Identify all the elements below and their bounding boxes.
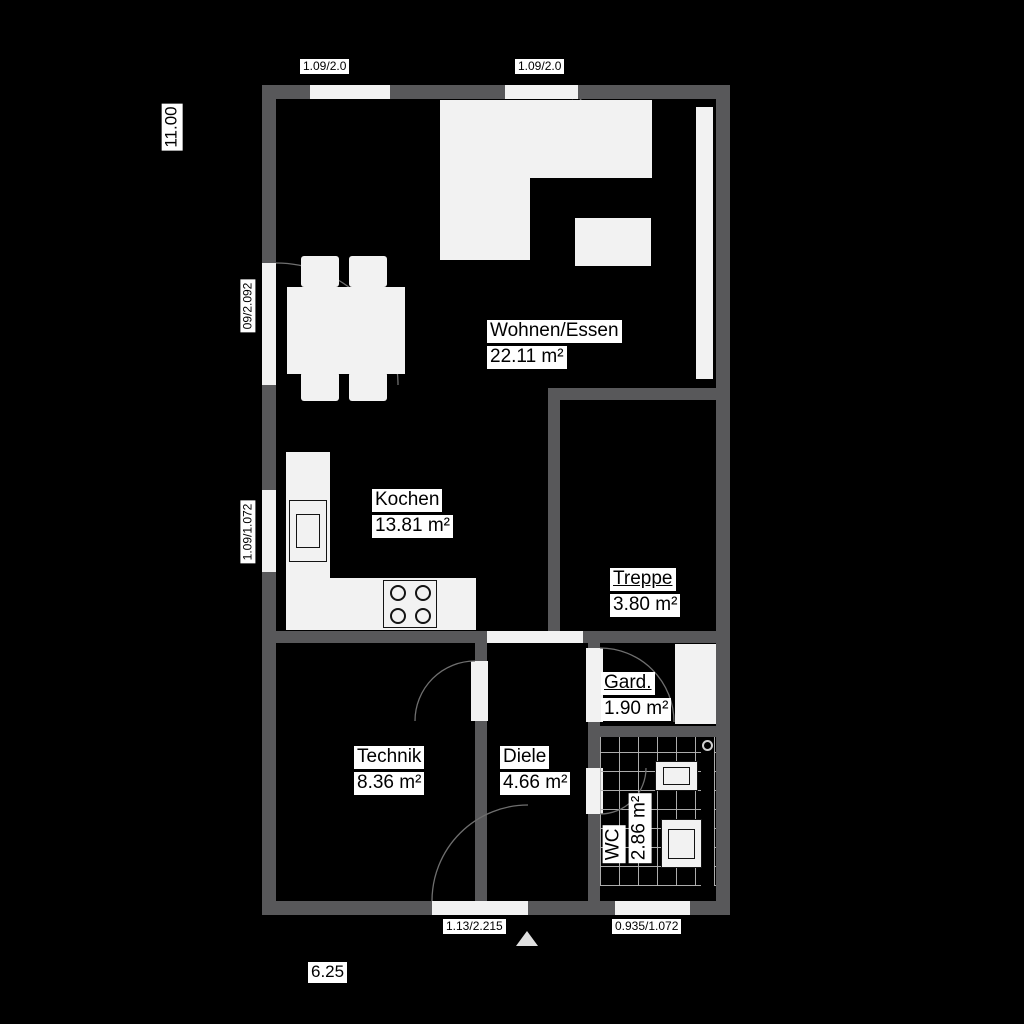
room-name: Kochen bbox=[372, 489, 443, 512]
dimension-bottom-total: 6.25 bbox=[308, 962, 348, 983]
wall-gard-wc bbox=[600, 726, 716, 737]
wardrobe bbox=[675, 644, 716, 724]
window-opening-top-right bbox=[505, 85, 578, 99]
room-label-treppe: Treppe 3.80 m² bbox=[610, 568, 681, 617]
wall-wohnen-treppe bbox=[548, 388, 716, 400]
vent-symbol-icon bbox=[702, 740, 713, 751]
room-label-technik: Technik 8.36 m² bbox=[354, 746, 425, 795]
window-opening-bottom-right bbox=[615, 901, 690, 915]
entrance-door-opening bbox=[432, 901, 528, 915]
sofa bbox=[440, 100, 530, 260]
room-name: Wohnen/Essen bbox=[487, 320, 622, 343]
wc-sink bbox=[655, 761, 698, 791]
window-opening-left-lower bbox=[262, 490, 276, 572]
entrance-arrow-icon bbox=[516, 931, 538, 946]
room-label-diele: Diele 4.66 m² bbox=[500, 746, 571, 795]
room-area: 22.11 m² bbox=[487, 345, 567, 369]
kitchen-counter bbox=[286, 578, 476, 630]
room-name: Treppe bbox=[610, 568, 676, 591]
dining-chair bbox=[349, 256, 387, 287]
stove-burner-icon bbox=[415, 608, 431, 624]
stove-burner-icon bbox=[390, 585, 406, 601]
dimension-top-right: 1.09/2.0 bbox=[515, 59, 565, 75]
room-name: Gard. bbox=[601, 672, 655, 695]
door-opening-technik bbox=[471, 661, 488, 721]
coffee-table bbox=[575, 218, 651, 266]
dining-chair bbox=[301, 372, 339, 401]
door-opening-left-upper bbox=[262, 263, 276, 385]
radiator bbox=[701, 739, 714, 886]
stove-burner-icon bbox=[390, 608, 406, 624]
stove-burner-icon bbox=[415, 585, 431, 601]
room-label-kochen: Kochen 13.81 m² bbox=[372, 489, 453, 538]
room-label-wohnen: Wohnen/Essen 22.11 m² bbox=[487, 320, 622, 369]
room-label-gard: Gard. 1.90 m² bbox=[601, 672, 672, 721]
wc-sink-bowl bbox=[663, 767, 690, 785]
room-area: 4.66 m² bbox=[500, 771, 571, 795]
dimension-bottom-entrance: 1.13/2.215 bbox=[443, 919, 506, 935]
room-area: 3.80 m² bbox=[610, 593, 681, 617]
dimension-bottom-right: 0.935/1.072 bbox=[612, 919, 682, 935]
door-opening-gard bbox=[586, 648, 603, 722]
toilet-bowl bbox=[668, 829, 695, 859]
passage-kochen-diele bbox=[487, 631, 583, 643]
room-name: Technik bbox=[354, 746, 425, 769]
dining-chair bbox=[301, 256, 339, 287]
dimension-top-left: 1.09/2.0 bbox=[300, 59, 350, 75]
dining-table bbox=[287, 287, 405, 374]
room-area: 13.81 m² bbox=[372, 514, 453, 538]
dining-chair bbox=[349, 372, 387, 401]
sideboard bbox=[696, 107, 713, 379]
room-area: 8.36 m² bbox=[354, 771, 425, 795]
kitchen-sink-bowl bbox=[296, 514, 320, 548]
room-name: Diele bbox=[500, 746, 550, 769]
room-name: WC bbox=[602, 825, 626, 864]
window-opening-top-left bbox=[310, 85, 390, 99]
door-opening-wc bbox=[586, 768, 603, 814]
room-area: 1.90 m² bbox=[601, 697, 672, 721]
wall-right bbox=[716, 85, 730, 915]
room-area: 2.86 m² bbox=[628, 792, 652, 864]
kitchen-sink bbox=[289, 500, 327, 562]
wall-kochen-treppe bbox=[548, 388, 560, 631]
